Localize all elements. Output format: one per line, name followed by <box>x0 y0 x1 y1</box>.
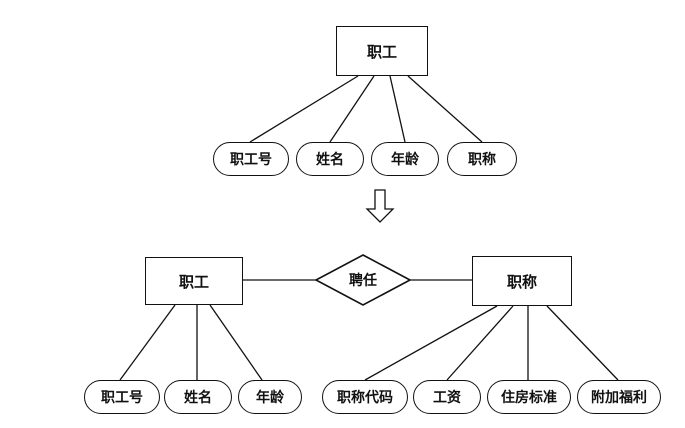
edge-top-attr-4 <box>407 75 483 143</box>
relationship-diamond <box>314 254 412 306</box>
right-attr-title-code: 职称代码 <box>322 380 408 414</box>
top-attr-name: 姓名 <box>296 142 364 176</box>
edge-top-attr-1 <box>249 75 359 143</box>
edge-right-attr-2 <box>446 305 514 381</box>
top-attr-title: 职称 <box>447 142 517 176</box>
relationship-label: 聘任 <box>349 273 377 289</box>
bottom-entity-title: 职称 <box>472 256 572 306</box>
edge-left-attr-3 <box>209 304 263 381</box>
left-attr-name: 姓名 <box>164 380 232 414</box>
left-attr-employee-id: 职工号 <box>84 380 160 414</box>
bottom-entity-employee: 职工 <box>145 257 243 305</box>
top-attr-employee-id: 职工号 <box>213 142 289 176</box>
left-attr-age: 年龄 <box>238 380 302 414</box>
edge-left-attr-1 <box>119 304 176 381</box>
down-arrow-icon <box>365 189 395 223</box>
top-entity-employee: 职工 <box>336 26 428 76</box>
right-attr-housing-standard: 住房标准 <box>487 380 571 414</box>
edge-right-attr-4 <box>546 305 619 381</box>
edge-top-attr-2 <box>329 75 375 143</box>
edge-top-attr-3 <box>389 75 406 143</box>
right-attr-salary: 工资 <box>413 380 481 414</box>
right-attr-extra-benefits: 附加福利 <box>577 380 661 414</box>
edge-right-attr-1 <box>364 305 498 381</box>
top-attr-age: 年龄 <box>371 142 439 176</box>
